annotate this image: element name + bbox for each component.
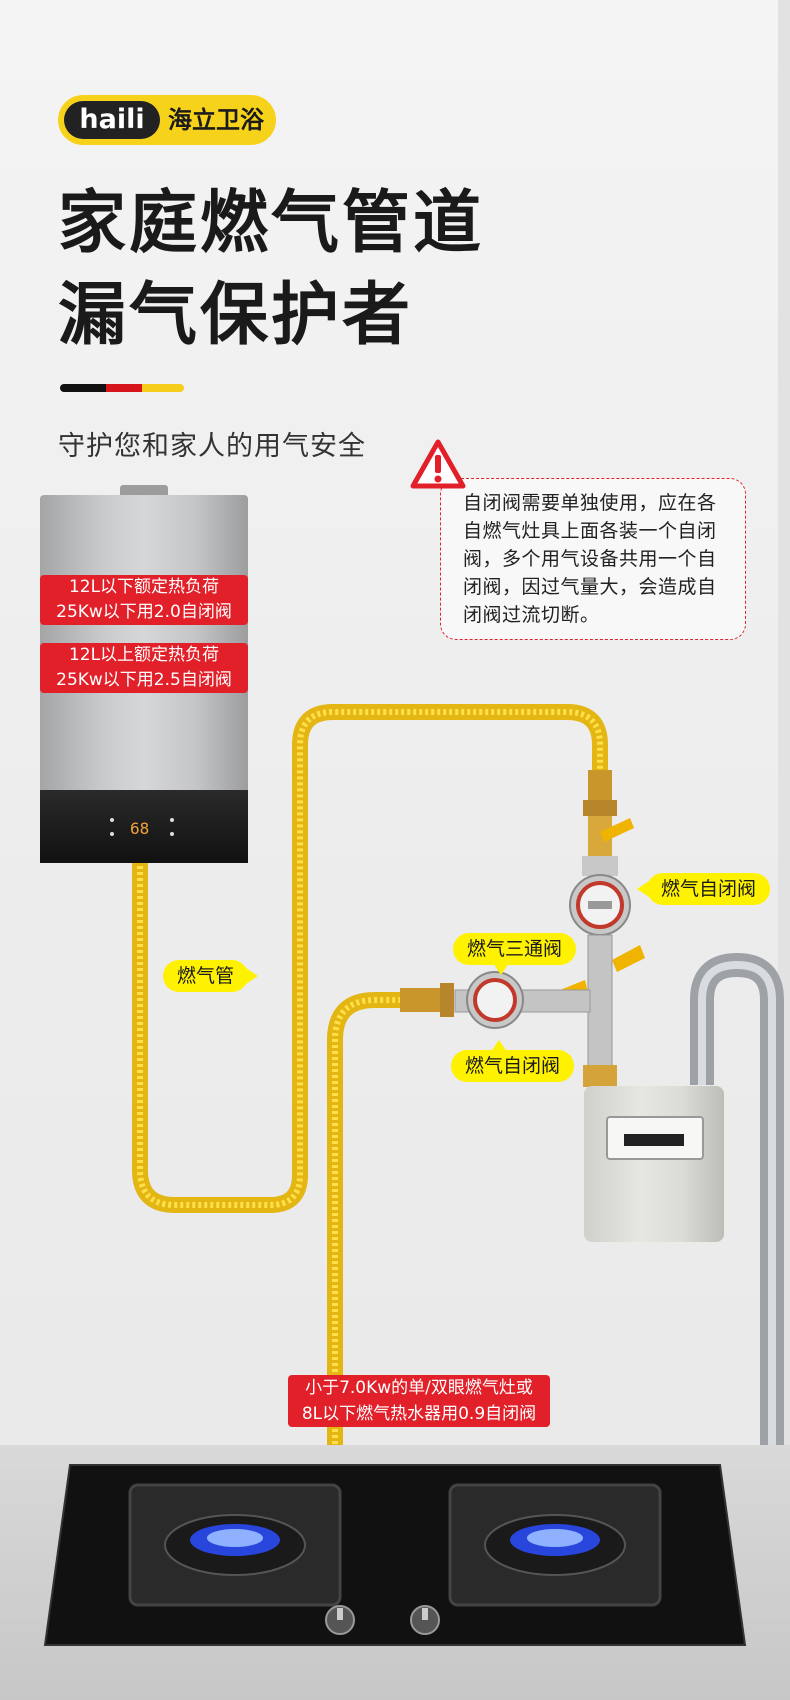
stove-knob-left-icon bbox=[325, 1605, 355, 1635]
yellow-gas-hose-stove bbox=[327, 992, 405, 1450]
right-burner bbox=[448, 1483, 662, 1607]
stove-spec-note-line-2: 8L以下燃气热水器用0.9自闭阀 bbox=[301, 1404, 537, 1424]
logo-wordmark: haili bbox=[64, 101, 160, 139]
auto-shutoff-valve-left bbox=[466, 971, 524, 1029]
stove-knob-right-icon bbox=[410, 1605, 440, 1635]
auto-shutoff-valve-top bbox=[569, 874, 631, 936]
heater-spec-tag-1-line-1: 12L以下额定热负荷 bbox=[68, 577, 220, 597]
gas-stove bbox=[43, 1464, 747, 1646]
accent-bar-red bbox=[106, 384, 142, 392]
headline-line-1: 家庭燃气管道 bbox=[58, 184, 485, 263]
steel-riser-highlight bbox=[698, 960, 776, 1450]
gas-meter bbox=[584, 1076, 724, 1242]
accent-bar-yellow bbox=[142, 384, 184, 392]
logo-chinese-name: 海立卫浴 bbox=[168, 106, 264, 134]
heater-spec-tag-1: 12L以下额定热负荷 25Kw以下用2.0自闭阀 bbox=[40, 575, 248, 625]
water-heater: 12L以下额定热负荷 25Kw以下用2.0自闭阀 12L以上额定热负荷 25Kw… bbox=[40, 485, 248, 863]
gas-meter-window bbox=[606, 1116, 704, 1160]
headline-line-2: 漏气保护者 bbox=[58, 276, 414, 355]
gas-meter-body bbox=[584, 1086, 724, 1242]
label-auto-valve-top: 燃气自闭阀 bbox=[636, 873, 771, 905]
gas-meter-counter bbox=[624, 1134, 684, 1146]
label-auto-valve-bottom: 燃气自闭阀 bbox=[451, 1040, 575, 1082]
brass-connector-top bbox=[588, 770, 612, 800]
brass-connector-left bbox=[400, 988, 442, 1012]
heater-spec-tag-2-line-1: 12L以上额定热负荷 bbox=[68, 645, 220, 665]
heater-spec-tag-1-line-2: 25Kw以下用2.0自闭阀 bbox=[56, 602, 232, 622]
left-burner bbox=[128, 1483, 342, 1607]
yellow-gas-hose-heater bbox=[132, 704, 608, 1213]
label-three-way-valve: 燃气三通阀 bbox=[453, 933, 577, 975]
brand-logo: haili 海立卫浴 bbox=[58, 95, 276, 145]
stove-spec-note: 小于7.0Kw的单/双眼燃气灶或 8L以下燃气热水器用0.9自闭阀 bbox=[288, 1375, 550, 1427]
three-way-valve-handle bbox=[612, 945, 645, 972]
warning-icon bbox=[410, 439, 466, 489]
heater-display: 68 bbox=[110, 818, 174, 838]
heater-control-panel: 68 bbox=[40, 790, 248, 863]
accent-bar-black bbox=[60, 384, 106, 392]
heater-spec-tag-2: 12L以上额定热负荷 25Kw以下用2.5自闭阀 bbox=[40, 643, 248, 693]
heater-display-value: 68 bbox=[130, 819, 149, 838]
warning-box: 自闭阀需要单独使用，应在各自燃气灶具上面各装一个自闭阀，多个用气设备共用一个自闭… bbox=[440, 478, 746, 640]
warning-text: 自闭阀需要单独使用，应在各自燃气灶具上面各装一个自闭阀，多个用气设备共用一个自闭… bbox=[463, 492, 717, 626]
label-gas-pipe: 燃气管 bbox=[163, 960, 259, 992]
meter-inlet-nut bbox=[583, 1065, 617, 1087]
stove-spec-note-line-1: 小于7.0Kw的单/双眼燃气灶或 bbox=[305, 1378, 533, 1398]
heater-body: 12L以下额定热负荷 25Kw以下用2.0自闭阀 12L以上额定热负荷 25Kw… bbox=[40, 495, 248, 790]
heater-flue bbox=[120, 485, 168, 497]
chrome-tee-column bbox=[587, 934, 613, 1071]
heater-spec-tag-2-line-2: 25Kw以下用2.5自闭阀 bbox=[56, 670, 232, 690]
subtitle: 守护您和家人的用气安全 bbox=[58, 431, 366, 462]
ball-valve-handle-top bbox=[600, 818, 634, 842]
